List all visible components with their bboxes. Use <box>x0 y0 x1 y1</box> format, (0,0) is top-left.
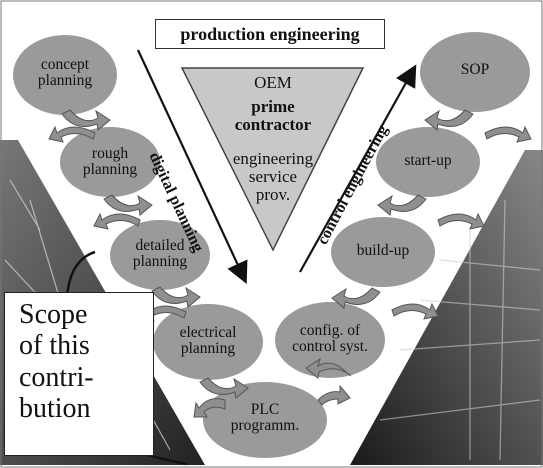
connector-2b <box>93 212 141 230</box>
node-start-up <box>376 127 480 197</box>
connector-6 <box>331 287 381 309</box>
label-concept-planning: concept planning <box>37 56 93 90</box>
connector-5 <box>317 384 351 406</box>
right-factory-photo <box>350 150 543 465</box>
right-photo-detail <box>379 199 541 461</box>
scope-box: Scope of this contri- bution <box>4 292 154 456</box>
node-build-up <box>331 217 435 287</box>
label-build-up: build-up <box>356 242 410 259</box>
diagram-title: production engineering <box>155 19 385 49</box>
node-sop <box>420 32 530 112</box>
node-rough-planning <box>60 127 160 197</box>
connector-7 <box>377 194 427 216</box>
triangle-label-engineering-service: engineering service prov. <box>232 149 314 204</box>
label-plc-programm: PLC programm. <box>230 401 300 435</box>
connector-1 <box>61 109 111 131</box>
triangle-label-prime-contractor: prime contractor <box>234 97 312 134</box>
connector-2 <box>103 194 153 216</box>
node-concept-planning <box>13 35 117 115</box>
connector-8 <box>424 109 474 131</box>
flow-connectors <box>48 109 532 418</box>
triangle-label-oem: OEM <box>254 73 292 92</box>
central-triangle <box>180 67 365 252</box>
control-engineering-arrow <box>299 64 417 273</box>
connector-4b <box>193 398 226 418</box>
connector-6b <box>391 302 439 320</box>
label-start-up: start-up <box>404 152 452 169</box>
label-sop: SOP <box>460 61 490 78</box>
connector-7b <box>437 212 485 230</box>
label-rough-planning: rough planning <box>82 145 138 179</box>
node-electrical-planning <box>153 304 263 380</box>
label-config-control: config. of control syst. <box>292 322 368 356</box>
connector-5b <box>305 357 352 379</box>
connector-4 <box>199 377 249 399</box>
node-config-control <box>275 302 385 378</box>
digital-planning-arrow <box>137 49 248 284</box>
label-detailed-planning: detailed planning <box>132 237 188 271</box>
connector-8b <box>484 125 532 143</box>
node-plc-programm <box>203 382 327 458</box>
label-electrical-planning: electrical planning <box>179 324 237 358</box>
node-detailed-planning <box>110 220 210 290</box>
scope-text: Scope of this contri- bution <box>19 299 94 425</box>
connector-3 <box>151 286 201 308</box>
connector-1b <box>48 125 96 143</box>
